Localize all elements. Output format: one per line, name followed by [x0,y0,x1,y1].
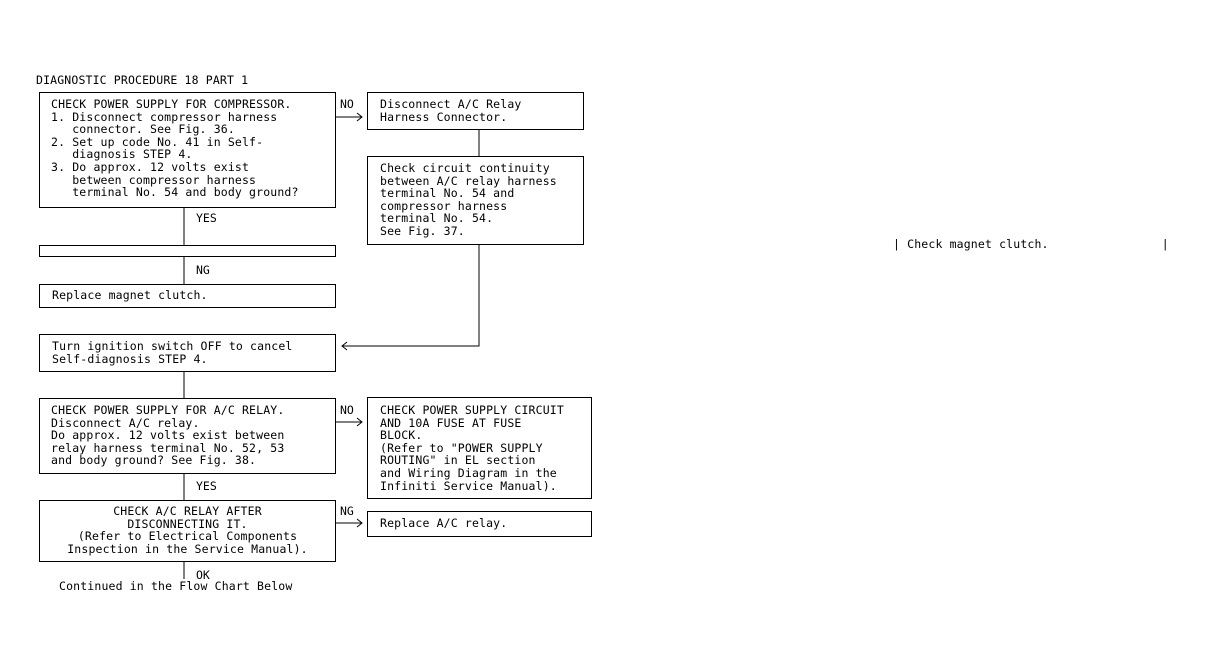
box-replace-relay: Replace A/C relay. [367,511,592,537]
stray-check-magnet-clutch-text: | Check magnet clutch. | [893,237,1169,251]
box-disconnect-relay-connector-text: Disconnect A/C Relay Harness Connector. [380,97,522,124]
label-ng-2: NG [340,504,354,518]
box-check-magnet-clutch [39,245,336,257]
box-check-power-compressor: CHECK POWER SUPPLY FOR COMPRESSOR. 1. Di… [39,92,336,208]
arrowhead-ng-2 [356,518,363,528]
label-no-1: NO [340,97,354,111]
label-yes-1: YES [196,211,217,225]
label-yes-2: YES [196,479,217,493]
box-check-power-compressor-text: CHECK POWER SUPPLY FOR COMPRESSOR. 1. Di… [51,97,299,200]
arrowhead-no-1 [356,112,363,122]
footer-continued: Continued in the Flow Chart Below [59,579,293,593]
box-check-relay-after-disconnect-text: CHECK A/C RELAY AFTER DISCONNECTING IT. … [67,504,308,556]
box-replace-relay-text: Replace A/C relay. [380,516,508,530]
box-check-power-relay-text: CHECK POWER SUPPLY FOR A/C RELAY. Discon… [51,403,285,468]
arrowhead-to-ignition [341,341,348,351]
box-replace-magnet-clutch: Replace magnet clutch. [39,284,336,308]
label-no-2: NO [340,403,354,417]
box-turn-ignition-off-text: Turn ignition switch OFF to cancel Self-… [52,339,293,366]
page-title: DIAGNOSTIC PROCEDURE 18 PART 1 [36,73,249,87]
box-check-circuit-continuity-text: Check circuit continuity between A/C rel… [380,161,557,238]
box-check-relay-after-disconnect: CHECK A/C RELAY AFTER DISCONNECTING IT. … [39,500,336,562]
box-check-circuit-continuity: Check circuit continuity between A/C rel… [367,156,584,245]
box-turn-ignition-off: Turn ignition switch OFF to cancel Self-… [39,334,336,372]
arrowhead-no-2 [356,417,363,427]
box-replace-magnet-clutch-text: Replace magnet clutch. [52,288,208,302]
box-check-power-circuit-fuse: CHECK POWER SUPPLY CIRCUIT AND 10A FUSE … [367,397,592,499]
box-disconnect-relay-connector: Disconnect A/C Relay Harness Connector. [367,92,584,130]
connector-continuity-to-ignition [342,245,480,347]
box-check-power-relay: CHECK POWER SUPPLY FOR A/C RELAY. Discon… [39,398,336,474]
label-ng-1: NG [196,263,210,277]
box-check-power-circuit-fuse-text: CHECK POWER SUPPLY CIRCUIT AND 10A FUSE … [380,403,564,493]
label-ok: OK [196,568,210,582]
